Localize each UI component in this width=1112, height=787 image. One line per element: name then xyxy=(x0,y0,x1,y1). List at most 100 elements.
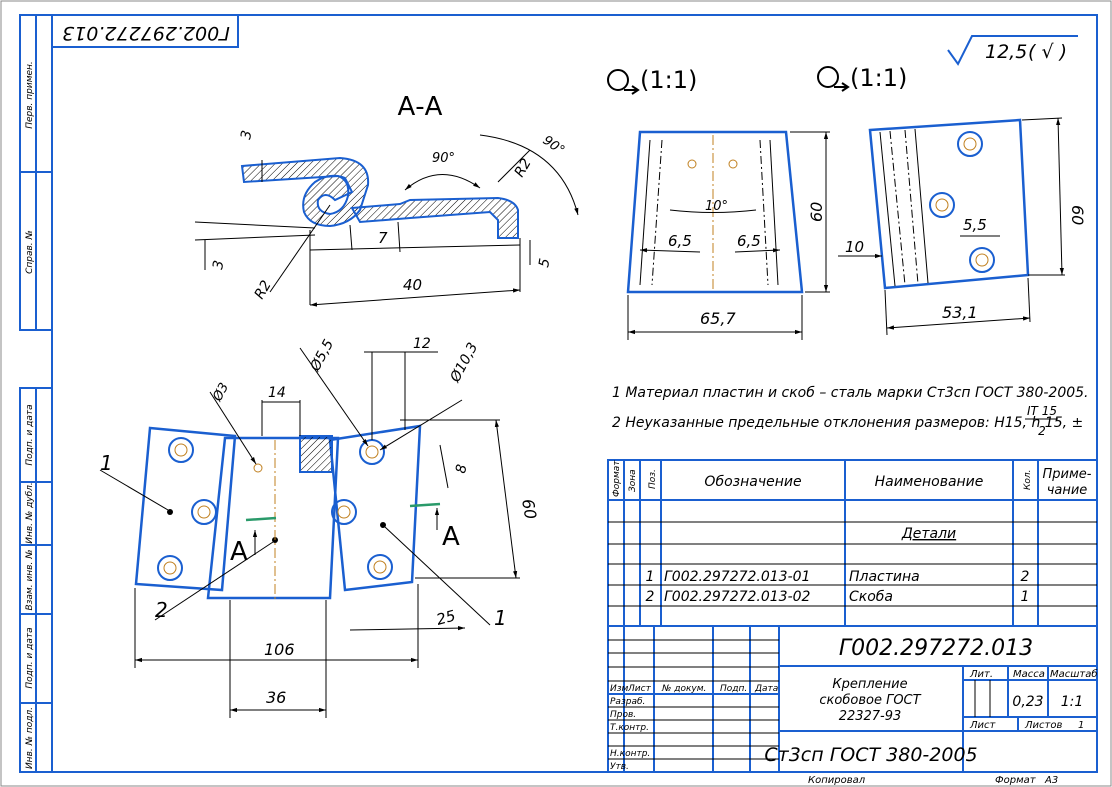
rev-header-sign: Подп. xyxy=(720,684,747,694)
product-name-2: скобовое ГОСТ xyxy=(819,693,921,708)
spec-table-rows xyxy=(608,521,1097,607)
rev-header-date: Дата xyxy=(754,684,778,694)
scale-value: 1:1 xyxy=(1061,694,1084,710)
dim-3b: 3 xyxy=(210,259,227,271)
dim-d10-3: Ø10,3 xyxy=(447,340,481,386)
dim-60-plate: 60 xyxy=(1068,205,1087,225)
spec-row-1-name: Пластина xyxy=(849,569,920,585)
rev-header-change: Изм xyxy=(610,684,629,694)
svg-text:IT 15: IT 15 xyxy=(1027,404,1057,418)
section-arrow-a-left: А xyxy=(230,537,248,567)
dim-7: 7 xyxy=(378,229,388,247)
side-label-6: Подп. и дата xyxy=(25,627,35,688)
spec-header-qty: Кол. xyxy=(1023,469,1033,490)
title-block-lines xyxy=(608,639,991,760)
role-approved: Утв. xyxy=(610,762,629,772)
side-label-5: Взам. инв. № xyxy=(25,549,35,610)
section-title: А-А xyxy=(398,92,443,122)
dim-65-7: 65,7 xyxy=(700,309,736,328)
view-marker-right: (1:1) xyxy=(817,64,907,92)
spec-row-1-qty: 2 xyxy=(1021,569,1030,585)
dim-40: 40 xyxy=(403,276,422,294)
note-2: 2 Неуказанные предельные отклонения разм… xyxy=(612,415,1083,431)
spec-row-2-designation: Г002.297272.013-02 xyxy=(664,589,811,605)
dim-6-5-right: 6,5 xyxy=(737,232,761,250)
dim-10-deg: 10° xyxy=(705,199,728,214)
plan-view xyxy=(99,347,520,718)
spec-row-2-pos: 2 xyxy=(646,589,655,605)
svg-text:( √ ): ( √ ) xyxy=(1028,41,1067,63)
svg-text:(1:1): (1:1) xyxy=(850,64,907,92)
rev-header-doc: № докум. xyxy=(661,684,706,694)
dim-12: 12 xyxy=(413,336,431,352)
side-label-4: Инв. № дубл. xyxy=(25,482,35,544)
spec-section-title: Детали xyxy=(901,526,956,542)
sheet-label: Лист xyxy=(969,720,997,731)
dim-d5-5: Ø5,5 xyxy=(307,337,337,375)
spec-header-note-2: чание xyxy=(1047,483,1088,498)
spec-row-1-designation: Г002.297272.013-01 xyxy=(664,569,810,585)
doc-number: Г002.297272.013 xyxy=(839,636,1033,661)
view-bracket-front xyxy=(626,130,830,340)
spec-row-2-qty: 1 xyxy=(1021,589,1030,605)
mass-label: Масса xyxy=(1013,669,1045,680)
footer-format: Формат xyxy=(995,775,1037,786)
callout-1-right: 1 xyxy=(494,606,507,630)
side-label-3: Подп. и дата xyxy=(25,404,35,465)
dim-53-1: 53,1 xyxy=(942,303,978,322)
callout-1-left: 1 xyxy=(100,451,113,475)
scale-label: Масштаб xyxy=(1050,668,1098,680)
spec-header-pos: Поз. xyxy=(648,469,658,489)
spec-row-2-name: Скоба xyxy=(849,589,893,605)
dim-angle-90-inner: 90° xyxy=(432,151,455,166)
dim-60-plan: 60 xyxy=(518,497,540,520)
dim-10-plate: 10 xyxy=(845,238,864,256)
dim-5-5-plate: 5,5 xyxy=(963,216,987,234)
role-tech-control: Т.контр. xyxy=(610,723,649,733)
footer-copied: Копировал xyxy=(808,775,866,786)
side-label-2: Справ. № xyxy=(25,230,35,274)
callout-2: 2 xyxy=(155,598,168,622)
dim-8: 8 xyxy=(453,463,470,475)
dim-d3: Ø3 xyxy=(210,380,232,404)
sheets-label: Листов xyxy=(1024,720,1062,731)
view-marker-left: (1:1) xyxy=(607,66,697,95)
dim-36: 36 xyxy=(266,688,286,707)
roughness-mark: 12,5 ( √ ) xyxy=(947,35,1078,66)
product-name-3: 22327-93 xyxy=(839,709,902,724)
view-plate xyxy=(838,117,1065,336)
svg-text:(1:1): (1:1) xyxy=(640,66,697,94)
section-aa-drawing xyxy=(194,134,579,307)
section-arrow-a-right: А xyxy=(442,522,460,552)
role-checker: Пров. xyxy=(610,710,636,720)
title-block-grid xyxy=(607,625,1098,773)
top-stamp: Г002.297272.013 xyxy=(62,22,230,44)
footer-format-value: А3 xyxy=(1044,775,1058,786)
dim-r2-left: R2 xyxy=(252,278,275,302)
side-label-1: Перв. примен. xyxy=(25,61,35,129)
dim-angle-90-outer: 90° xyxy=(540,133,567,159)
spec-row-1-pos: 1 xyxy=(646,569,655,585)
mass-value: 0,23 xyxy=(1012,694,1043,710)
sheets-value: 1 xyxy=(1078,720,1084,731)
note-2-fraction: IT 15 2 xyxy=(1025,404,1058,438)
spec-header-name: Наименование xyxy=(875,474,984,490)
dim-106: 106 xyxy=(264,640,295,659)
dim-5: 5 xyxy=(536,257,553,269)
dim-3a: 3 xyxy=(238,129,255,141)
svg-text:2: 2 xyxy=(1038,424,1046,438)
lit-label: Лит. xyxy=(969,669,993,680)
spec-header-designation: Обозначение xyxy=(704,474,801,490)
dim-6-5-left: 6,5 xyxy=(668,232,692,250)
svg-text:12,5: 12,5 xyxy=(985,41,1027,63)
role-developer: Разраб. xyxy=(610,697,645,707)
dim-25: 25 xyxy=(434,607,457,629)
spec-header-format: Формат xyxy=(612,460,622,497)
dim-14: 14 xyxy=(268,385,286,401)
spec-header-note-1: Приме- xyxy=(1043,467,1092,482)
rev-header-sheet: Лист xyxy=(627,684,652,694)
dim-r2-right: R2 xyxy=(512,156,535,180)
note-1: 1 Материал пластин и скоб – сталь марки … xyxy=(612,385,1089,401)
role-norm-control: Н.контр. xyxy=(610,749,650,759)
